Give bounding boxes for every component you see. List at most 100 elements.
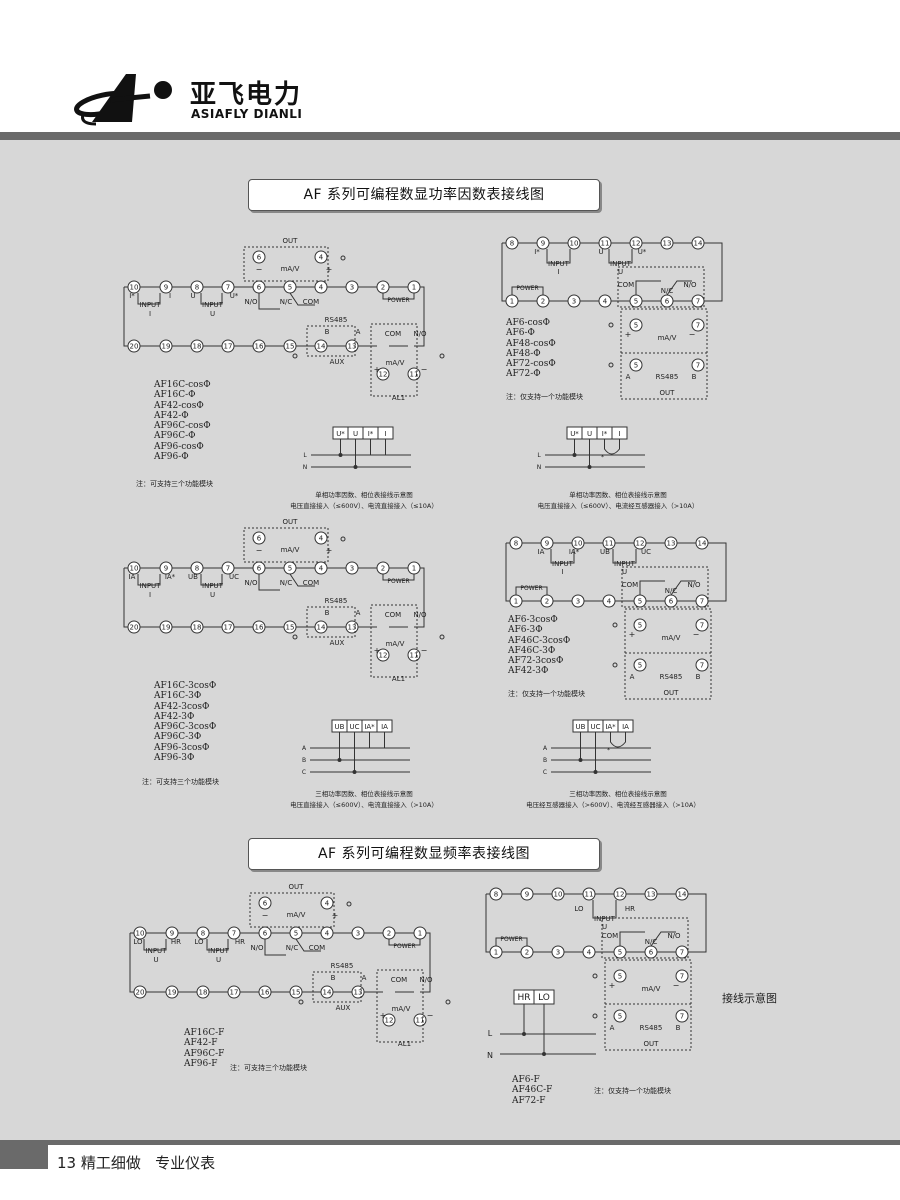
- model-item: AF96C-F: [184, 1048, 225, 1059]
- terminal-number: 7: [700, 622, 704, 630]
- model-item: AF6-cosΦ: [506, 318, 550, 328]
- terminal: [133, 985, 147, 999]
- model-item: AF96-F: [184, 1058, 218, 1069]
- terminal: [489, 887, 503, 901]
- ct-terminal-label: IA: [381, 723, 388, 731]
- terminal-number: 12: [379, 371, 388, 379]
- diagram-label: I: [557, 268, 559, 276]
- indicator-dot: [292, 353, 298, 359]
- terminal: [221, 280, 235, 294]
- terminal-number: 15: [292, 989, 301, 997]
- ct-terminal-label: UB: [335, 723, 345, 731]
- caption-panel-4b: 电压经互感器接入（>600V）、电流经互感器接入（>10A）: [526, 801, 700, 809]
- ct-terminal-label: I: [618, 430, 620, 438]
- diagram-label: RS485: [660, 673, 683, 681]
- terminal-number: 20: [136, 989, 145, 997]
- diagram-label: −: [421, 646, 428, 655]
- diagram-label: N/O: [413, 611, 427, 619]
- phase-label: B: [543, 757, 547, 764]
- module-box: [370, 323, 418, 397]
- diagram-label: OUT: [660, 389, 676, 397]
- terminal: [159, 561, 173, 575]
- terminal-number: 12: [636, 540, 645, 548]
- brand-name-en: ASIAFLY DIANLI: [191, 107, 303, 121]
- module-box: [306, 606, 356, 638]
- wire: [639, 580, 665, 595]
- footer-slogan: 精工细做 专业仪表: [80, 1154, 216, 1172]
- phase-label: C: [302, 769, 306, 776]
- ct-terminal-label: IA: [622, 723, 629, 731]
- diagram-label: N/O: [413, 330, 427, 338]
- caption-panel-1a: 单相功率因数、相位表接线示意图: [315, 491, 413, 499]
- diagram-label: HR: [171, 938, 181, 946]
- model-item: AF46C-3Φ: [508, 645, 556, 656]
- model-item: AF72-F: [512, 1095, 546, 1106]
- caption-panel-4a: 三相功率因数、相位表接线示意图: [569, 790, 667, 798]
- note-panel-5: 注：可支持三个功能模块: [230, 1064, 307, 1072]
- wire: [289, 573, 315, 587]
- model-item: AF42-3Φ: [154, 711, 195, 722]
- diagram-label: LO: [133, 938, 143, 946]
- diagram-label: N/O: [419, 976, 433, 984]
- diagram-label: N/C: [665, 587, 678, 595]
- diagram-label: mA/V: [386, 640, 405, 648]
- terminal-number: 5: [634, 298, 638, 306]
- diagram-label: INPUT: [140, 582, 162, 590]
- indicator-dot: [608, 322, 614, 328]
- terminal-number: 10: [574, 540, 583, 548]
- diagram-label: U: [210, 310, 215, 318]
- phase-label: A: [543, 745, 548, 752]
- wire: [289, 292, 315, 306]
- terminal-number: 6: [257, 535, 262, 543]
- diagram-label: B: [331, 974, 336, 982]
- diagram-label: A: [356, 609, 361, 617]
- indicator-dot: [340, 536, 346, 542]
- phase-label: N: [487, 1051, 493, 1060]
- diagram-label: INPUT: [548, 260, 570, 268]
- terminal: [505, 236, 519, 250]
- terminal-number: 3: [576, 598, 580, 606]
- terminal-number: 4: [587, 949, 592, 957]
- terminal-number: 10: [130, 565, 139, 573]
- model-list-panel-3: AF16C-3cosΦ AF16C-3Φ AF42-3cosΦ AF42-3Φ …: [154, 681, 216, 763]
- terminal-number: 7: [696, 298, 700, 306]
- terminal: [314, 250, 328, 264]
- terminal: [159, 339, 173, 353]
- terminal-number: 11: [601, 240, 610, 248]
- terminal-number: 14: [317, 624, 326, 632]
- diagram-label: IA: [538, 548, 545, 556]
- ct-terminal-label: UC: [349, 723, 359, 731]
- terminal-number: 5: [618, 973, 622, 981]
- terminal-number: 9: [545, 540, 549, 548]
- wire: [137, 293, 161, 305]
- terminal: [695, 658, 709, 672]
- terminal: [314, 620, 328, 634]
- indicator-dot: [340, 255, 346, 261]
- terminal: [221, 620, 235, 634]
- diagram-label: INPUT: [140, 301, 162, 309]
- diagram-label: POWER: [520, 585, 542, 592]
- diagram-label: −: [673, 981, 680, 990]
- terminal-number: 5: [634, 362, 638, 370]
- terminal-number: 13: [667, 540, 676, 548]
- terminal-number: 1: [418, 930, 422, 938]
- wire: [666, 280, 692, 296]
- terminal-number: 1: [510, 298, 514, 306]
- model-item: AF42-Φ: [154, 410, 189, 421]
- terminal-number: 3: [350, 565, 354, 573]
- module-box: [243, 527, 329, 563]
- model-item: AF42-3cosΦ: [154, 701, 210, 712]
- terminal: [258, 985, 272, 999]
- wire: [264, 939, 286, 956]
- terminal-number: 1: [514, 598, 518, 606]
- wire: [682, 893, 707, 953]
- junction-dot: [578, 758, 583, 762]
- wire: [495, 937, 528, 946]
- page-footer: [0, 1145, 900, 1200]
- terminal-number: 11: [410, 652, 419, 660]
- terminal: [540, 536, 554, 550]
- diagram-label: AL1: [392, 394, 405, 402]
- brand-logo: [74, 74, 172, 126]
